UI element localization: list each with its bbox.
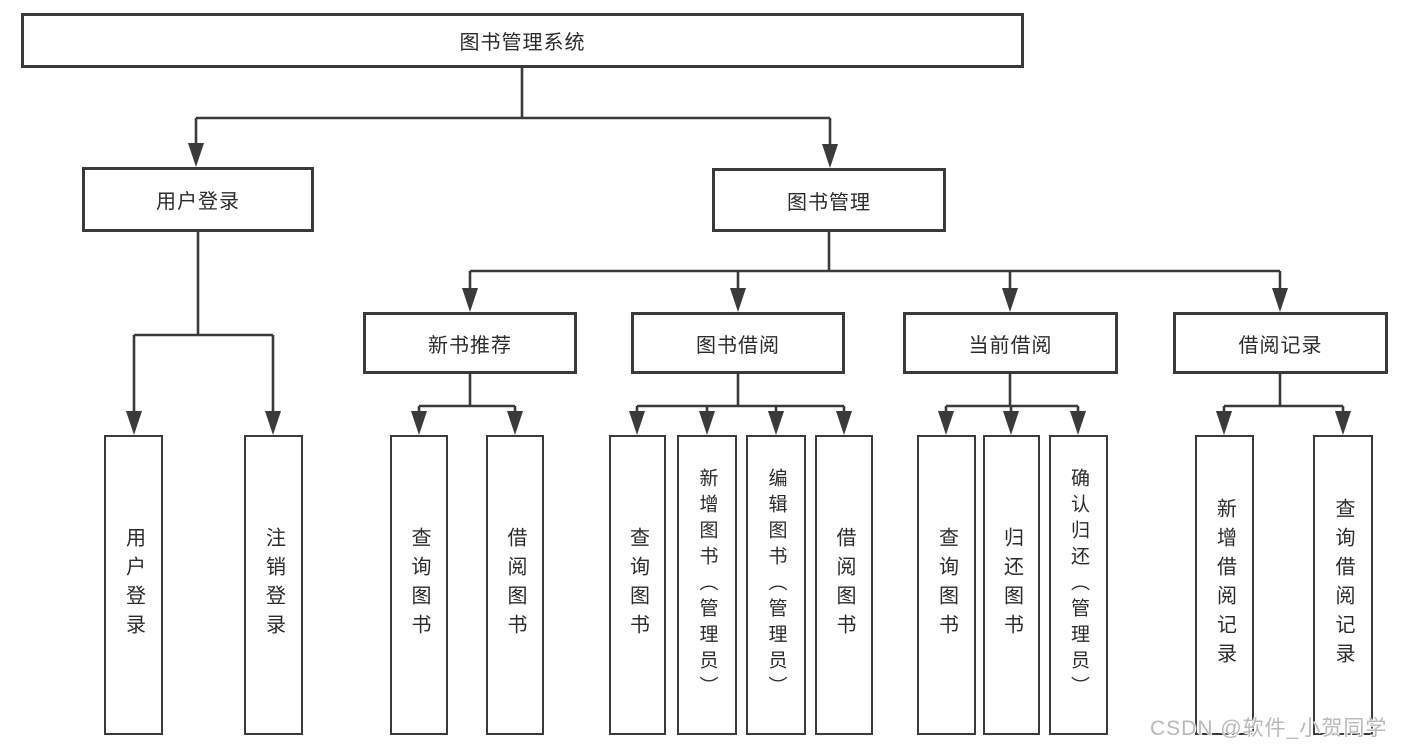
leaf-confirm-return-admin-label: 确认归还（管理员） (1068, 468, 1089, 702)
leaf-newbook-borrow-books: 借阅图书 (486, 435, 544, 735)
leaf-return-books-label: 归还图书 (1000, 527, 1023, 643)
leaf-query-borrow-record-label: 查询借阅记录 (1332, 498, 1354, 672)
node-user-login-label: 用户登录 (156, 191, 240, 213)
leaf-user-login-label: 用户登录 (122, 527, 145, 643)
node-user-login: 用户登录 (82, 167, 314, 232)
leaf-newbook-query-books-label: 查询图书 (408, 527, 430, 643)
leaf-newbook-query-books: 查询图书 (390, 435, 448, 735)
node-current-borrowing: 当前借阅 (903, 312, 1118, 374)
leaf-borrowing-query-books-label: 查询图书 (626, 527, 649, 643)
leaf-current-query-books-label: 查询图书 (935, 527, 958, 643)
leaf-current-query-books: 查询图书 (917, 435, 976, 735)
connector-book-mgmt-to-level3 (468, 232, 1282, 291)
node-new-book-recommend: 新书推荐 (363, 312, 577, 374)
csdn-watermark: CSDN @软件_小贺同学 (1150, 717, 1388, 740)
leaf-borrowing-borrow-books: 借阅图书 (815, 435, 873, 735)
connector-borrowing-records-to-leaves (1222, 374, 1345, 414)
leaf-query-borrow-record: 查询借阅记录 (1313, 435, 1373, 735)
leaf-logout-label: 注销登录 (262, 527, 285, 643)
leaf-borrowing-borrow-books-label: 借阅图书 (833, 527, 855, 643)
node-borrowing-records-label: 借阅记录 (1238, 334, 1323, 357)
connector-root-to-level2 (194, 68, 832, 147)
connector-user-login-to-leaves (132, 232, 275, 414)
leaf-edit-books-admin-label: 编辑图书（管理员） (765, 468, 787, 702)
node-book-borrowing: 图书借阅 (631, 312, 845, 374)
leaf-return-books: 归还图书 (983, 435, 1040, 735)
leaf-logout: 注销登录 (244, 435, 303, 735)
node-current-borrowing-label: 当前借阅 (968, 334, 1053, 357)
node-new-book-recommend-label: 新书推荐 (428, 334, 512, 357)
leaf-edit-books-admin: 编辑图书（管理员） (746, 435, 806, 735)
node-root-system: 图书管理系统 (21, 13, 1024, 68)
leaf-newbook-borrow-books-label: 借阅图书 (504, 527, 526, 643)
leaf-add-borrow-record: 新增借阅记录 (1195, 435, 1254, 735)
node-book-borrowing-label: 图书借阅 (696, 334, 780, 357)
connector-book-borrowing-to-leaves (635, 374, 846, 414)
leaf-add-borrow-record-label: 新增借阅记录 (1213, 498, 1236, 672)
node-root-system-label: 图书管理系统 (459, 32, 586, 54)
leaf-confirm-return-admin: 确认归还（管理员） (1049, 435, 1108, 735)
node-book-management-label: 图书管理 (787, 191, 871, 214)
connector-current-borrowing-to-leaves (944, 374, 1080, 414)
connector-new-book-to-leaves (417, 374, 517, 414)
leaf-borrowing-query-books: 查询图书 (609, 435, 666, 735)
node-book-management: 图书管理 (712, 168, 946, 232)
leaf-add-books-admin: 新增图书（管理员） (677, 435, 737, 735)
leaf-user-login: 用户登录 (104, 435, 163, 735)
node-borrowing-records: 借阅记录 (1173, 312, 1388, 374)
leaf-add-books-admin-label: 新增图书（管理员） (696, 468, 718, 702)
